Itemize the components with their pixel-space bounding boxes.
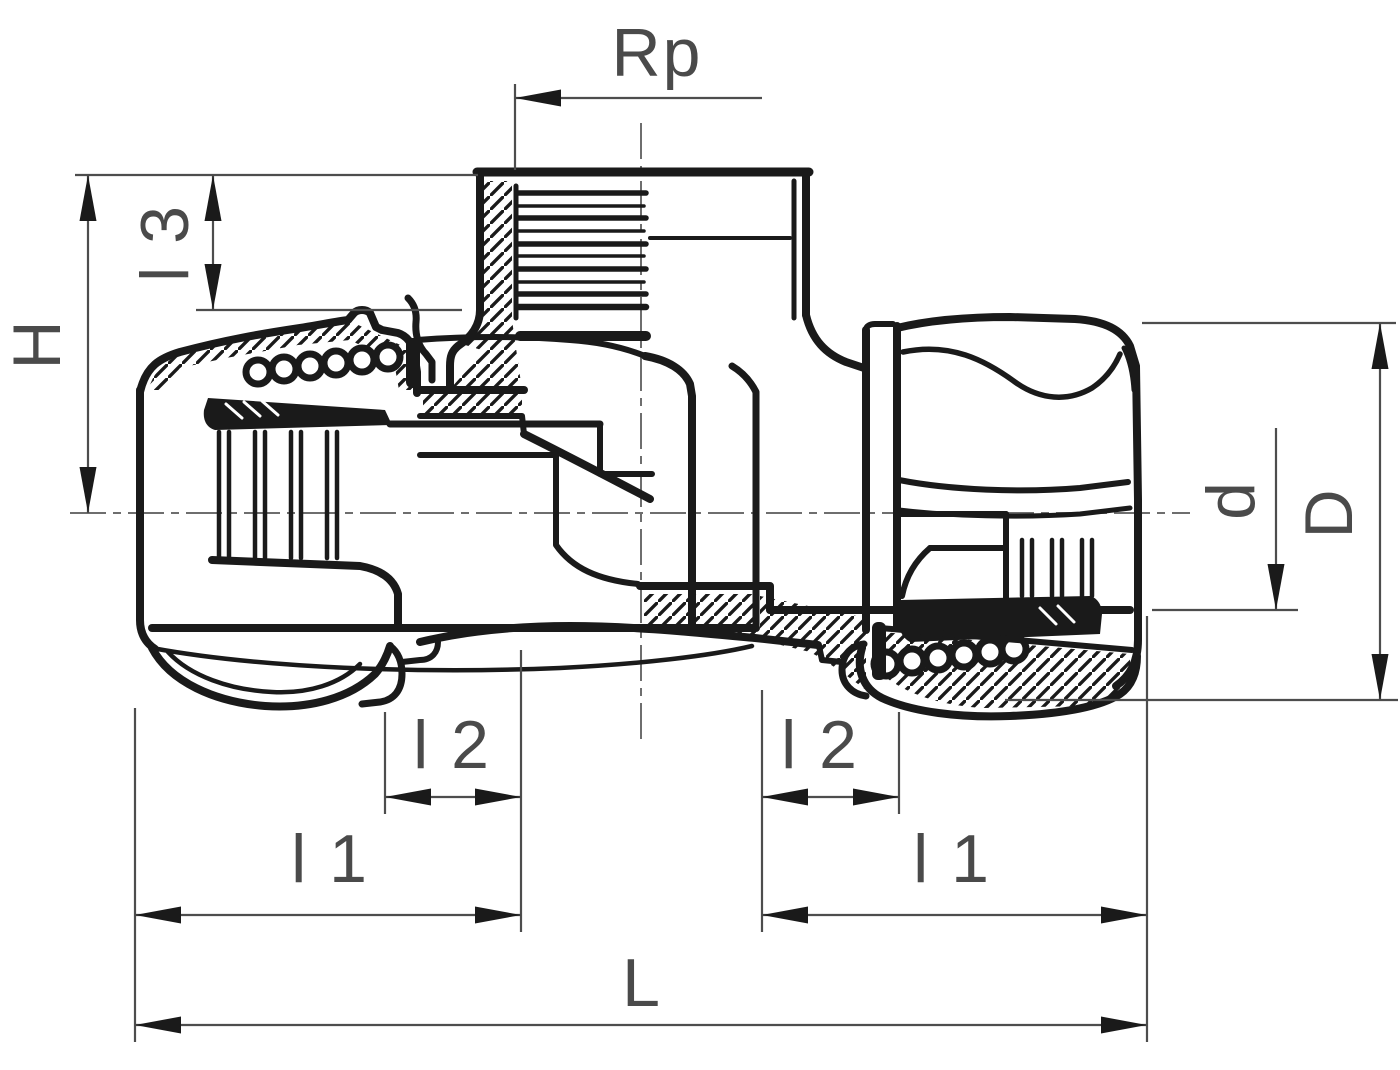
body-band-bottom [417,413,527,437]
left-nut-tail-knob [358,642,406,708]
label-l1-left: l 1 [291,821,369,897]
label-l1-right: l 1 [913,821,991,897]
right-compression-nut [766,313,1142,721]
left-nut-tail-scurve [404,294,436,384]
threaded-branch [446,167,868,394]
right-coil-end-hook [872,622,886,680]
label-d: d [1193,480,1269,520]
dimension-arrowheads [79,89,1389,1034]
right-grip-ring-block [898,596,1102,642]
label-l3: l 3 [127,204,203,282]
label-h: H [0,318,75,369]
grip-ring-slashes [224,399,280,420]
dimension-labels: Rp l 3 H d D l 2 l 1 l 2 l 1 L [0,15,1367,1021]
left-nut-inner-wall-a [641,352,696,630]
fitting-section-view [136,167,1142,721]
left-nut-crown [136,306,421,397]
left-nut-tail-step [399,639,441,665]
spring-coil [242,341,404,388]
grip-ring-block [203,398,392,430]
split-ring-channel [386,420,655,587]
branch-left-wall [446,168,484,394]
right-nut-collar-top [896,477,1131,494]
label-rp: Rp [612,15,703,91]
body-bore-chamfer [520,430,654,503]
right-split-ring-channel [896,511,1009,601]
body-bore-bottom [636,582,774,614]
left-nut-inner-wall-b [728,362,760,630]
right-nut-flange-top [863,321,896,333]
right-nut-wave-line [900,346,1123,400]
thread-lines [513,190,650,311]
right-clamp-ribs [1019,537,1095,599]
branch-neck-right [802,311,868,372]
rib-base [208,556,402,630]
right-nut-tail-step [816,643,845,665]
label-l2-left: l 2 [413,707,491,783]
label-D: D [1291,487,1367,538]
right-grip-ring-slashes [1038,604,1076,626]
dimension-lines [86,96,1382,1027]
left-compression-nut [136,294,760,711]
right-nut-bottom-outer [855,644,1141,721]
extension-lines [75,84,1398,1042]
clamp-ribs [216,429,340,561]
label-l2-right: l 2 [781,707,859,783]
body-section [416,386,822,649]
left-nut-skirt-outer [148,642,394,711]
right-nut-corner-crease [1121,345,1137,393]
left-nut-face [136,386,159,653]
right-nut-tail-nose [838,640,870,700]
right-nut-bottom-inner-line [877,625,1135,653]
left-nut-cylinder-arc [149,643,755,673]
dimension-system [75,84,1398,1042]
label-L: L [622,945,662,1021]
coil-end-hook [406,338,420,388]
left-nut-skirt-inner [165,649,363,695]
left-nut-shelf [414,334,648,359]
